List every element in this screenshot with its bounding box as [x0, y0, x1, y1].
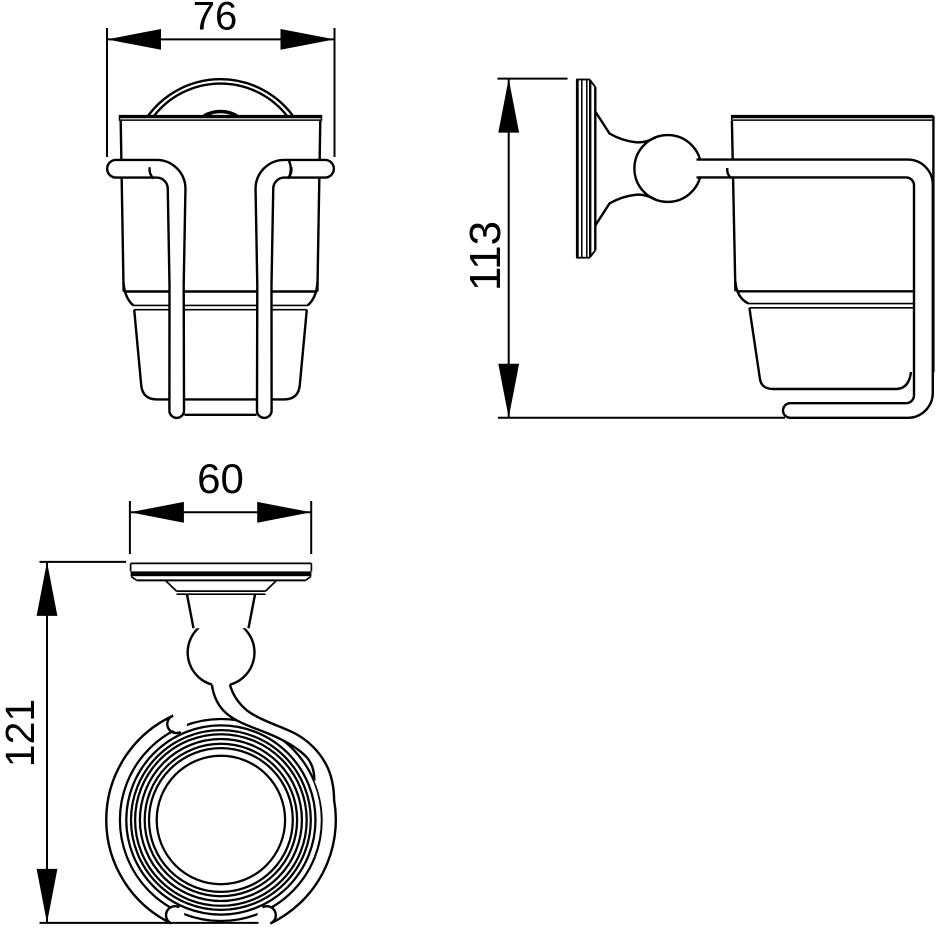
svg-text:76: 76	[193, 0, 238, 38]
svg-text:113: 113	[461, 221, 510, 291]
svg-text:121: 121	[0, 699, 43, 767]
svg-text:60: 60	[197, 455, 244, 502]
